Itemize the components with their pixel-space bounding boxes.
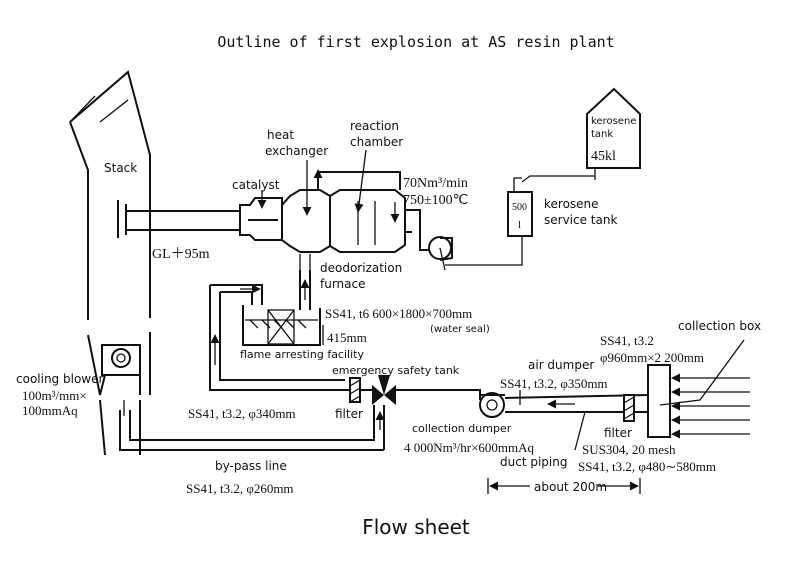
- seal-spec-label: SS41, t6 600×1800×700mm: [325, 306, 472, 321]
- filter-left-label: filter: [335, 407, 363, 421]
- heat-exchanger: [281, 160, 331, 270]
- emergency-safety-valve: [372, 375, 481, 450]
- flame-arresting-label: flame arresting facility: [240, 348, 364, 361]
- emergency-tank-label: emergency safety tank: [332, 364, 460, 377]
- filter-right: [623, 394, 635, 422]
- temperature-label: 750±100℃: [403, 193, 468, 208]
- kerosene-tank-label-1: kerosene: [591, 116, 636, 127]
- stack-label: Stack: [104, 161, 137, 175]
- collection-box-label: collection box: [678, 319, 761, 333]
- catalyst-label: catalyst: [232, 178, 280, 192]
- left-pipe-spec: SS41, t3.2, φ340mm: [188, 406, 296, 421]
- collection-dumper-spec: 4 000Nm³/hr×600mmAq: [404, 440, 535, 455]
- stack-inlet: [117, 200, 240, 238]
- kerosene-service-tank: [507, 177, 533, 237]
- air-dumper-spec: SS41, t3.2, φ350mm: [500, 376, 608, 391]
- flow-rate-label: 70Nm³/min: [403, 176, 468, 191]
- kerosene-tank: [586, 87, 641, 180]
- flame-arresting-facility: [242, 270, 324, 346]
- reaction-chamber-label-2: chamber: [350, 135, 403, 149]
- stack: [69, 70, 151, 456]
- collection-box: [647, 339, 750, 439]
- service-tank-volume-unit: l: [518, 219, 521, 231]
- catalyst-unit: [239, 190, 283, 241]
- flow-sheet-caption: Flow sheet: [362, 515, 470, 539]
- kerosene-tank-volume: 45kl: [591, 149, 616, 164]
- heat-exchanger-label-1: heat: [267, 128, 294, 142]
- filter-left: [349, 377, 361, 403]
- collection-dumper: [479, 392, 505, 418]
- water-seal-label: (water seal): [430, 324, 490, 335]
- length-label: about 200m: [534, 480, 607, 494]
- cooling-blower: [99, 344, 141, 396]
- sus-mesh-label: SUS304, 20 mesh: [582, 442, 676, 457]
- filter-right-label: filter: [604, 426, 632, 440]
- reaction-chamber: [313, 149, 453, 271]
- diagram-title: Outline of first explosion at AS resin p…: [217, 33, 614, 51]
- service-tank-label-2: service tank: [544, 213, 617, 227]
- service-tank-volume-num: 500: [512, 202, 527, 213]
- heat-exchanger-label-2: exchanger: [265, 144, 328, 158]
- seal-height-label: 415mm: [327, 330, 367, 345]
- collection-dumper-label: collection dumper: [412, 422, 512, 435]
- bypass-line-label: by-pass line: [215, 459, 287, 473]
- length-dimension: [487, 478, 641, 494]
- duct-piping-label: duct piping: [500, 455, 567, 469]
- kerosene-tank-label-2: tank: [591, 129, 613, 140]
- cooling-blower-label: cooling blower: [16, 372, 103, 386]
- duct-spec-label: SS41, t3.2, φ480∼580mm: [578, 459, 716, 474]
- left-loop-pipe: [209, 284, 376, 391]
- blower-spec-2: 100mmAq: [22, 403, 78, 418]
- kerosene-line: [445, 175, 595, 266]
- gl-label: GL＋95m: [152, 247, 210, 262]
- bypass-spec-label: SS41, t3.2, φ260mm: [186, 481, 294, 496]
- box-spec-1: SS41, t3.2: [600, 333, 654, 348]
- reaction-chamber-label-1: reaction: [350, 119, 399, 133]
- deodorization-furnace-label-2: furnace: [320, 277, 366, 291]
- bypass-line: [119, 400, 385, 451]
- blower-spec-1: 100m³/mm×: [22, 388, 87, 403]
- air-dumper-label: air dumper: [528, 358, 594, 372]
- service-tank-label-1: kerosene: [544, 197, 599, 211]
- box-spec-2: φ960mm×2 200mm: [600, 350, 704, 365]
- deodorization-furnace-label-1: deodorization: [320, 261, 402, 275]
